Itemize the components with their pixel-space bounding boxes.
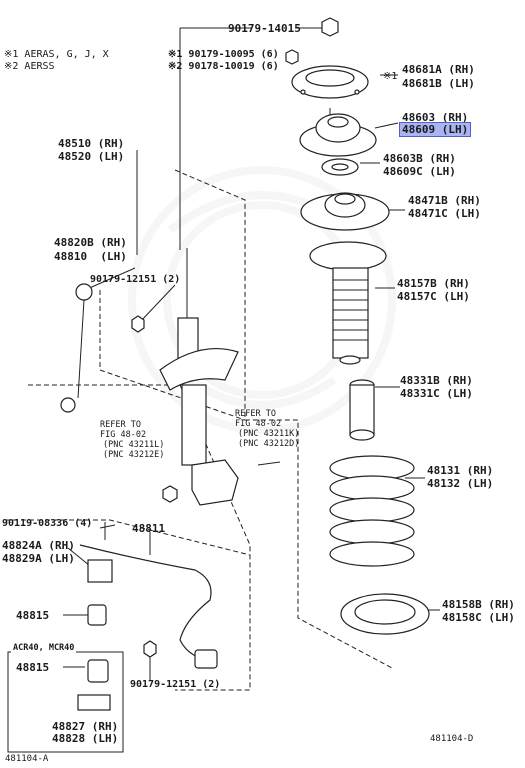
bump-stopper-48331[interactable] [349,379,375,441]
suspension-support-48609[interactable] [299,108,377,157]
bolt-refer-48-02[interactable] [257,461,281,466]
strut-assembly-outline [174,169,393,669]
label-90179-14015[interactable]: 90179-14015 [228,22,301,35]
stabilizer-bar-48811[interactable] [79,544,216,661]
legend-line-1: ※1 AERAS, G, J, X [4,49,109,60]
lower-spring-insulator-48158[interactable] [340,593,430,635]
note-left-line4: (PNC 43212E) [103,450,165,460]
label-48681a[interactable]: 48681A (RH) [402,63,475,76]
note-right-line1: REFER TO [235,409,276,419]
label-48331b[interactable]: 48331B (RH) [400,374,473,387]
label-48681b[interactable]: 48681B (LH) [402,77,475,90]
label-48157b[interactable]: 48157B (RH) [397,277,470,290]
stabilizer-outline [28,384,251,691]
suspension-support-cover-48681[interactable] [291,65,369,99]
note-left-line3: (PNC 43211L) [103,440,165,450]
label-90178-10019[interactable]: ※2 90178-10019 (6) [168,61,279,72]
label-90179-10095[interactable]: ※1 90179-10095 (6) [168,49,279,60]
label-48603[interactable]: 48603 (RH) [402,111,469,124]
note-left-line1: REFER TO [100,420,141,430]
label-48820b[interactable]: 48820B (RH) [54,236,127,249]
nut-refer-left[interactable] [162,485,178,503]
dust-boot-48157[interactable] [309,241,387,365]
mark-1: ※1 [383,71,398,82]
figure-code-left: 481104-A [5,754,49,764]
label-48157c[interactable]: 48157C (LH) [397,290,470,303]
strut-outline-left [99,290,246,421]
label-90179-12151-upper[interactable]: 90179-12151 (2) [90,274,181,285]
bracket-48824a[interactable] [87,559,113,583]
shock-absorber-48510[interactable] [159,248,239,506]
nut-90179-12151[interactable] [131,315,145,333]
label-48824a[interactable]: 48824A (RH) [2,539,75,552]
inset-title: ACR40, MCR40 [11,643,77,653]
legend-line-2: ※2 AERSS [4,61,55,72]
bushing-48815-inset[interactable] [87,659,109,683]
nut-90179-14015[interactable] [321,17,339,37]
nut-90179-10095[interactable] [285,49,299,65]
link-end-lower[interactable] [194,649,218,669]
label-48829a[interactable]: 48829A (LH) [2,552,75,565]
note-left-line2[interactable]: FIG 48-02 [100,430,147,440]
coil-spring-48131[interactable] [329,455,415,567]
label-48828[interactable]: 48828 (LH) [52,732,119,745]
label-48603b[interactable]: 48603B (RH) [383,152,456,165]
label-48520[interactable]: 48520 (LH) [58,150,125,163]
stabilizer-link-48810[interactable] [60,283,93,413]
label-90179-12151-lower[interactable]: 90179-12151 (2) [130,679,221,690]
label-48132[interactable]: 48132 (LH) [427,477,494,490]
label-48609-highlighted[interactable]: 48609 (LH) [398,122,472,137]
label-48815[interactable]: 48815 [16,609,50,622]
label-48471c[interactable]: 48471C (LH) [408,207,481,220]
label-90119-08336[interactable]: 90119-08336 (4) [2,518,93,529]
bracket-48827-inset[interactable] [77,694,111,711]
label-48827[interactable]: 48827 (RH) [52,720,119,733]
label-48158b[interactable]: 48158B (RH) [442,598,515,611]
label-48810[interactable]: 48810 (LH) [54,250,127,263]
note-right-line2[interactable]: FIG 48-02 [235,419,282,429]
label-48131[interactable]: 48131 (RH) [427,464,494,477]
nut-90179-12151-lower[interactable] [143,640,157,658]
stabilizer-outline-2 [5,519,251,556]
label-48331c[interactable]: 48331C (LH) [400,387,473,400]
bearing-48609c[interactable] [321,158,359,176]
note-right-line3: (PNC 43211K) [238,429,300,439]
label-48815-inset[interactable]: 48815 [16,661,50,674]
note-right-line4: (PNC 43212D) [238,439,300,449]
label-48609c[interactable]: 48609C (LH) [383,165,456,178]
bushing-48815[interactable] [87,604,107,626]
label-48510[interactable]: 48510 (RH) [58,137,125,150]
label-48811[interactable]: 48811 [132,522,166,535]
figure-code-right: 481104-D [430,734,474,744]
upper-spring-seat-48471[interactable] [300,192,390,231]
label-48158c[interactable]: 48158C (LH) [442,611,515,624]
label-48471b[interactable]: 48471B (RH) [408,194,481,207]
